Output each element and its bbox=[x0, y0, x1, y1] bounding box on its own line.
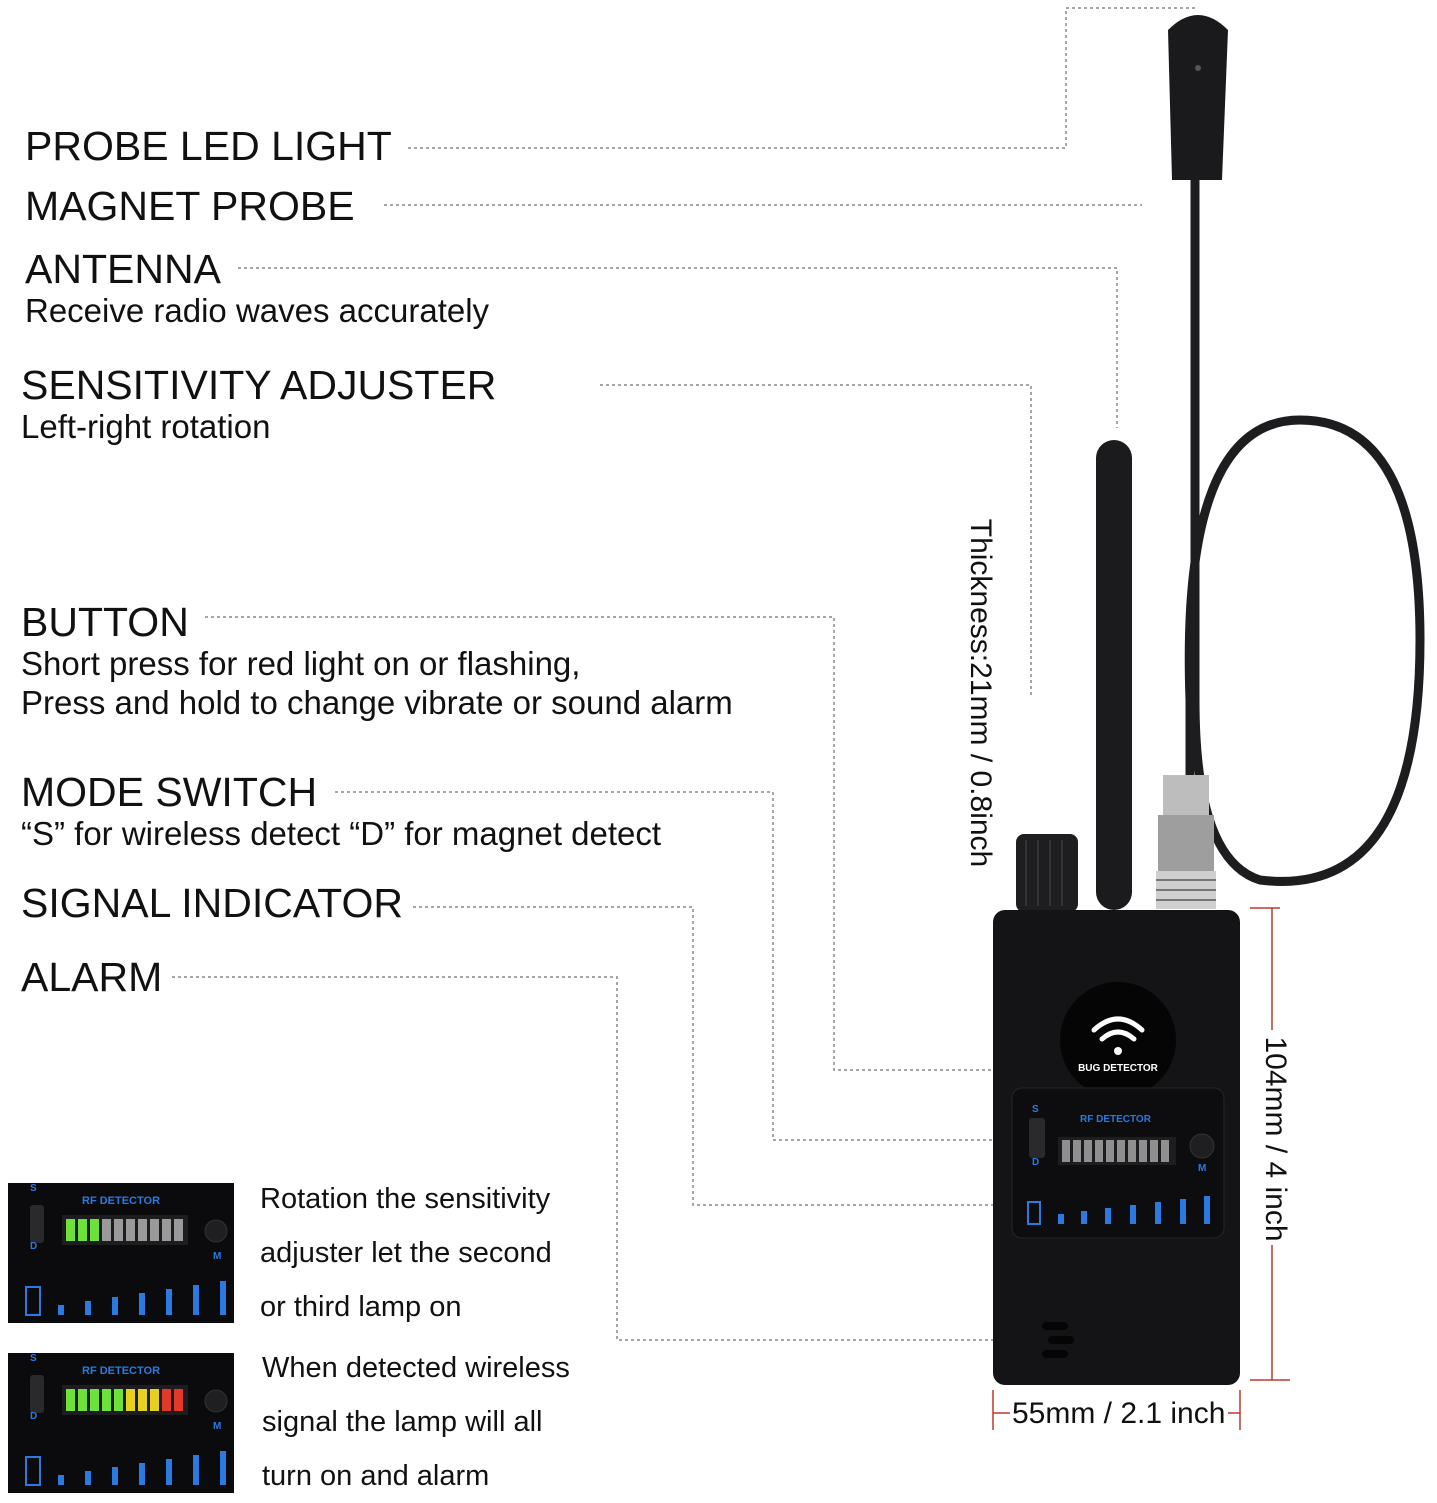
callout-sensitivity: SENSITIVITY ADJUSTER Left-right rotation bbox=[21, 363, 496, 446]
callout-title: MAGNET PROBE bbox=[25, 183, 355, 229]
led-segment bbox=[138, 1389, 147, 1411]
callout-button: BUTTON Short press for red light on or f… bbox=[21, 600, 733, 722]
leader-alarm bbox=[172, 976, 1042, 1341]
callout-title: MODE SWITCH bbox=[21, 769, 318, 815]
wifi-icon bbox=[1091, 1016, 1145, 1042]
led-segment bbox=[126, 1389, 135, 1411]
led-segment bbox=[174, 1219, 183, 1241]
example-s: S bbox=[30, 1183, 37, 1194]
example-d: D bbox=[30, 1411, 38, 1422]
dimension-lines bbox=[992, 907, 1290, 1430]
callout-title: ALARM bbox=[21, 954, 163, 1000]
device-switch-s: S bbox=[1032, 1104, 1039, 1115]
caption-line: When detected wireless bbox=[262, 1352, 570, 1384]
led-segment bbox=[174, 1389, 183, 1411]
leader-probe-led bbox=[408, 7, 1195, 149]
callout-title: ANTENNA bbox=[25, 246, 221, 292]
callout-lines bbox=[172, 7, 1203, 1341]
device-switch-d: D bbox=[1032, 1157, 1040, 1168]
example-led-segments-2 bbox=[66, 1389, 183, 1411]
led-segment bbox=[114, 1219, 123, 1241]
device-badge-text: BUG DETECTOR bbox=[1078, 1063, 1158, 1074]
led-segment bbox=[102, 1219, 111, 1241]
probe-led-dot bbox=[1195, 65, 1201, 71]
led-segment bbox=[150, 1389, 159, 1411]
callout-signal-indicator: SIGNAL INDICATOR bbox=[21, 881, 403, 925]
led-segment bbox=[90, 1219, 99, 1241]
callout-desc: “S” for wireless detect “D” for magnet d… bbox=[21, 815, 662, 852]
led-segment bbox=[138, 1219, 147, 1241]
device-signal-bars bbox=[1027, 1196, 1210, 1225]
led-segment bbox=[66, 1219, 75, 1241]
example-caption-1: Rotation the sensitivity adjuster let th… bbox=[260, 1172, 552, 1334]
callout-mode-switch: MODE SWITCH “S” for wireless detect “D” … bbox=[21, 770, 661, 853]
leader-mode-switch bbox=[335, 791, 1030, 1141]
led-segment bbox=[66, 1389, 75, 1411]
callout-alarm: ALARM bbox=[21, 955, 162, 999]
led-segment bbox=[126, 1219, 135, 1241]
led-segment bbox=[78, 1389, 87, 1411]
caption-line: Rotation the sensitivity bbox=[260, 1183, 551, 1215]
connector-top bbox=[1163, 775, 1209, 815]
thickness-label: Thickness:21mm / 0.8inch bbox=[964, 518, 997, 868]
height-label: 104mm / 4 inch bbox=[1259, 1036, 1292, 1242]
example-m: M bbox=[213, 1251, 222, 1262]
probe-head bbox=[1168, 15, 1228, 180]
callout-desc-line1: Short press for red light on or flashing… bbox=[21, 645, 581, 682]
example-thumbnail-1: RF DETECTOR S D M bbox=[8, 1183, 234, 1323]
callout-antenna: ANTENNA Receive radio waves accurately bbox=[25, 247, 489, 330]
leader-button bbox=[205, 616, 1203, 1140]
example-d: D bbox=[30, 1241, 38, 1252]
caption-line: or third lamp on bbox=[260, 1291, 462, 1323]
led-segment bbox=[162, 1219, 171, 1241]
leader-sensitivity bbox=[600, 384, 1032, 695]
alarm-button-shape bbox=[1189, 1133, 1215, 1159]
example-thumbnail-2: RF DETECTOR S D M bbox=[8, 1353, 234, 1493]
leader-antenna bbox=[238, 267, 1118, 428]
led-segment bbox=[90, 1389, 99, 1411]
example-led-segments-1 bbox=[66, 1219, 183, 1241]
example-panel-text: RF DETECTOR bbox=[82, 1195, 161, 1207]
antenna-shape bbox=[1096, 440, 1132, 910]
bug-detector-badge bbox=[1060, 982, 1176, 1098]
width-label: 55mm / 2.1 inch bbox=[1012, 1397, 1226, 1430]
led-segment bbox=[114, 1389, 123, 1411]
callout-desc-line2: Press and hold to change vibrate or soun… bbox=[21, 684, 733, 721]
example-panel-text: RF DETECTOR bbox=[82, 1365, 161, 1377]
caption-line: adjuster let the second bbox=[260, 1237, 552, 1269]
speaker-grill bbox=[1042, 1322, 1074, 1358]
led-segment bbox=[78, 1219, 87, 1241]
example-caption-2: When detected wireless signal the lamp w… bbox=[262, 1341, 570, 1503]
example-signal-bars-2 bbox=[58, 1451, 226, 1485]
caption-line: signal the lamp will all bbox=[262, 1406, 543, 1438]
device-button-m: M bbox=[1198, 1163, 1207, 1174]
leader-signal bbox=[413, 906, 1098, 1206]
callout-title: SENSITIVITY ADJUSTER bbox=[21, 362, 497, 408]
probe-cable bbox=[1184, 170, 1425, 886]
callout-title: PROBE LED LIGHT bbox=[25, 123, 392, 169]
mode-switch-shape bbox=[1029, 1118, 1045, 1158]
caption-line: turn on and alarm bbox=[262, 1460, 490, 1492]
callout-title: SIGNAL INDICATOR bbox=[21, 880, 403, 926]
example-panel-1 bbox=[25, 1205, 228, 1316]
callout-title: BUTTON bbox=[21, 599, 189, 645]
example-signal-bars-1 bbox=[58, 1281, 226, 1315]
device-panel-text: RF DETECTOR bbox=[1080, 1114, 1151, 1125]
callout-probe-led: PROBE LED LIGHT bbox=[25, 124, 392, 168]
led-segment bbox=[162, 1389, 171, 1411]
callout-desc: Left-right rotation bbox=[21, 408, 271, 445]
example-m: M bbox=[213, 1421, 222, 1432]
example-panel-2 bbox=[25, 1375, 228, 1486]
device-led-segments bbox=[1062, 1140, 1169, 1162]
callout-desc: Receive radio waves accurately bbox=[25, 292, 490, 329]
callout-magnet-probe: MAGNET PROBE bbox=[25, 184, 355, 228]
example-s: S bbox=[30, 1353, 37, 1364]
led-segment bbox=[102, 1389, 111, 1411]
led-segment bbox=[150, 1219, 159, 1241]
